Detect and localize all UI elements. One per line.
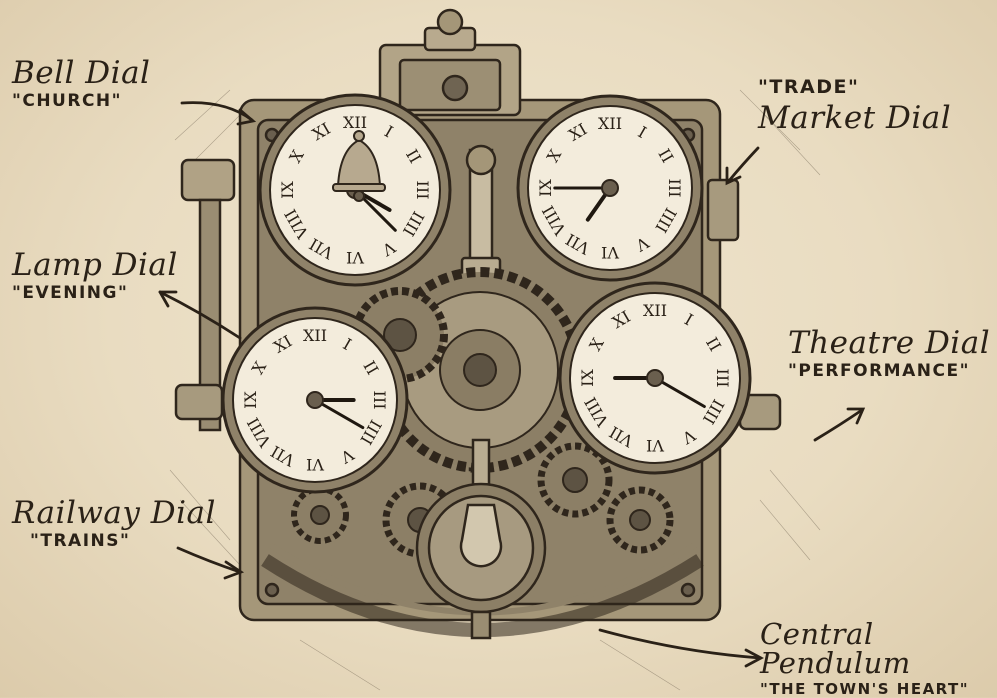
dial-hub <box>602 180 618 196</box>
roman-numeral: IX <box>578 369 597 387</box>
gear-lower-right-icon <box>610 490 670 550</box>
bell-dial-title: Bell Dial <box>12 58 150 89</box>
roman-numeral: III <box>413 181 432 200</box>
roman-numeral: XII <box>598 114 622 133</box>
gear-lower-left-icon <box>294 489 346 541</box>
market-dial-title: Market Dial <box>758 103 951 134</box>
central-pendulum-subtitle: "THE TOWN'S HEART" <box>760 682 997 697</box>
arrow-trade <box>728 148 758 182</box>
arrow-railway <box>178 548 240 572</box>
roman-numeral: XII <box>303 326 327 345</box>
label-theatre-dial: Theatre Dial "PERFORMANCE" <box>788 328 990 380</box>
lamp-dial-title: Lamp Dial <box>12 250 178 281</box>
dial-hub <box>307 392 323 408</box>
theatre-dial-title: Theatre Dial <box>788 328 990 359</box>
central-pendulum-title: Central Pendulum <box>760 620 997 678</box>
roman-numeral: VI <box>346 248 365 267</box>
roman-numeral: IX <box>241 391 260 409</box>
bell-dial-subtitle: "CHURCH" <box>12 93 150 110</box>
railway-dial-title: Railway Dial <box>12 498 216 529</box>
roman-numeral: VI <box>646 436 665 455</box>
roman-numeral: XII <box>643 301 667 320</box>
label-lamp-dial: Lamp Dial "EVENING" <box>12 250 178 302</box>
theatre-dial-subtitle: "PERFORMANCE" <box>788 363 990 380</box>
market-dial-subtitle: "TRADE" <box>758 78 951 97</box>
label-market-dial: "TRADE" Market Dial <box>758 78 951 134</box>
arrow-theatre <box>815 410 862 440</box>
roman-numeral: IX <box>536 179 555 197</box>
roman-numeral: III <box>370 391 389 410</box>
label-bell-dial: Bell Dial "CHURCH" <box>12 58 150 110</box>
arrow-pendulum <box>600 630 760 658</box>
roman-numeral: IX <box>278 181 297 199</box>
lamp-dial-subtitle: "EVENING" <box>12 285 178 302</box>
roman-numeral: III <box>665 179 684 198</box>
roman-numeral: VI <box>601 243 620 262</box>
label-railway-dial: Railway Dial "TRAINS" <box>12 498 216 550</box>
label-central-pendulum: Central Pendulum "THE TOWN'S HEART" <box>760 620 997 697</box>
roman-numeral: VI <box>306 455 325 474</box>
railway-dial-subtitle: "TRAINS" <box>30 533 216 550</box>
roman-numeral: XII <box>343 113 367 132</box>
dial-hub <box>647 370 663 386</box>
roman-numeral: III <box>713 369 732 388</box>
